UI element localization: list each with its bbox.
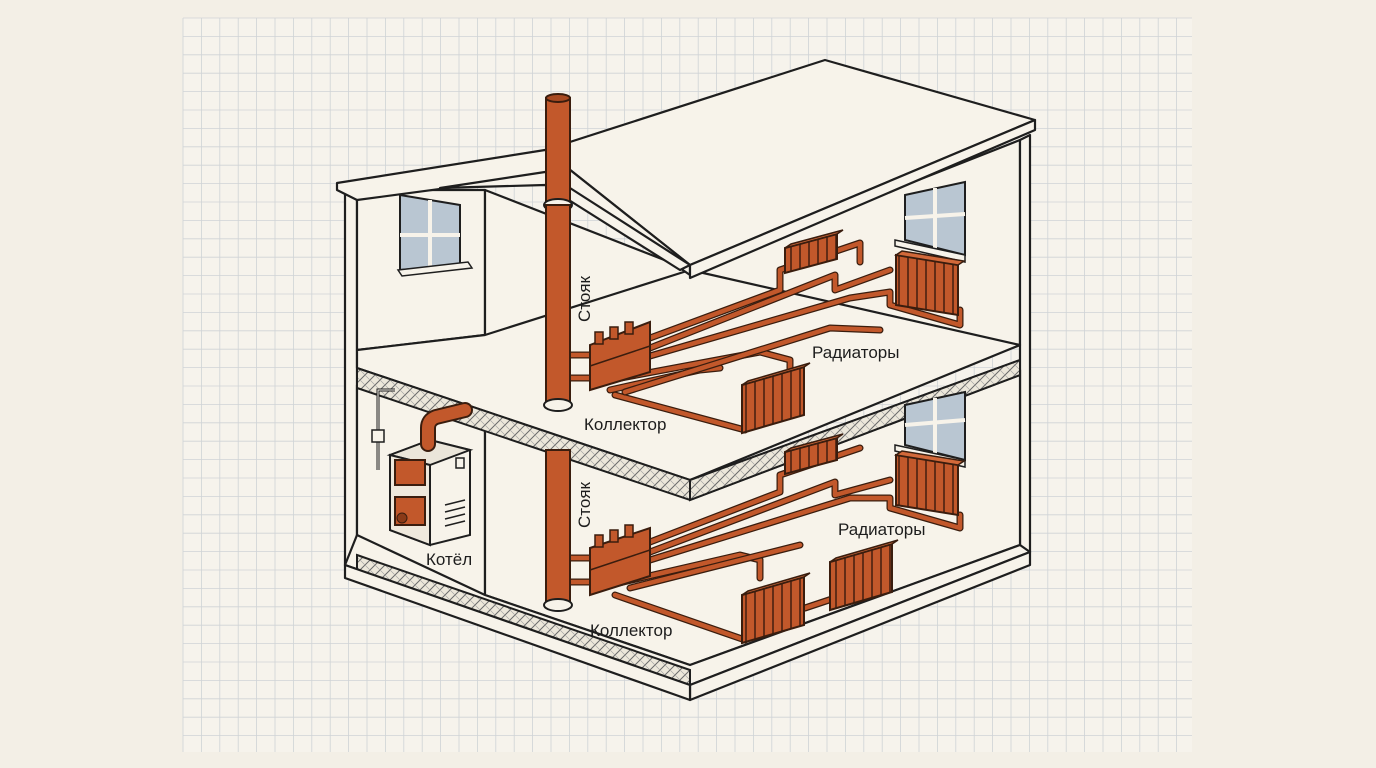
label-boiler: Котёл — [426, 550, 472, 569]
radiator-lower-right — [893, 450, 967, 517]
radiator-upper-back — [784, 229, 844, 275]
window-upper-right — [894, 180, 966, 263]
label-collector-lower: Коллектор — [590, 621, 672, 640]
left-wall — [343, 188, 359, 572]
pipe-segment — [647, 477, 893, 555]
collector-lower — [589, 524, 651, 597]
radiator-upper-right — [893, 250, 967, 317]
collector-upper — [589, 320, 651, 392]
roof-fascia — [688, 118, 1037, 280]
pipe-segment — [647, 267, 893, 351]
pipe-segment — [647, 240, 863, 341]
pipe-segment — [607, 349, 793, 383]
pipe-segment — [627, 542, 803, 591]
label-radiators-upper: Радиаторы — [812, 343, 899, 362]
right-wall — [1018, 133, 1032, 560]
radiator-lower-mid — [829, 539, 899, 612]
label-collector-upper: Коллектор — [584, 415, 666, 434]
radiator-lower-back — [784, 433, 844, 476]
radiator-upper-front — [741, 362, 811, 435]
riser-pipe — [543, 93, 573, 612]
window-upper-left — [396, 193, 474, 277]
pipe-segment — [647, 495, 963, 563]
pipe-segment — [647, 289, 963, 359]
boiler — [371, 388, 474, 547]
radiator-lower-front — [741, 572, 811, 645]
label-radiators-lower: Радиаторы — [838, 520, 925, 539]
pipe-segment — [622, 325, 883, 395]
label-riser-lower: Стояк — [575, 481, 594, 528]
label-riser-upper: Стояк — [575, 275, 594, 322]
radiators — [741, 229, 967, 645]
